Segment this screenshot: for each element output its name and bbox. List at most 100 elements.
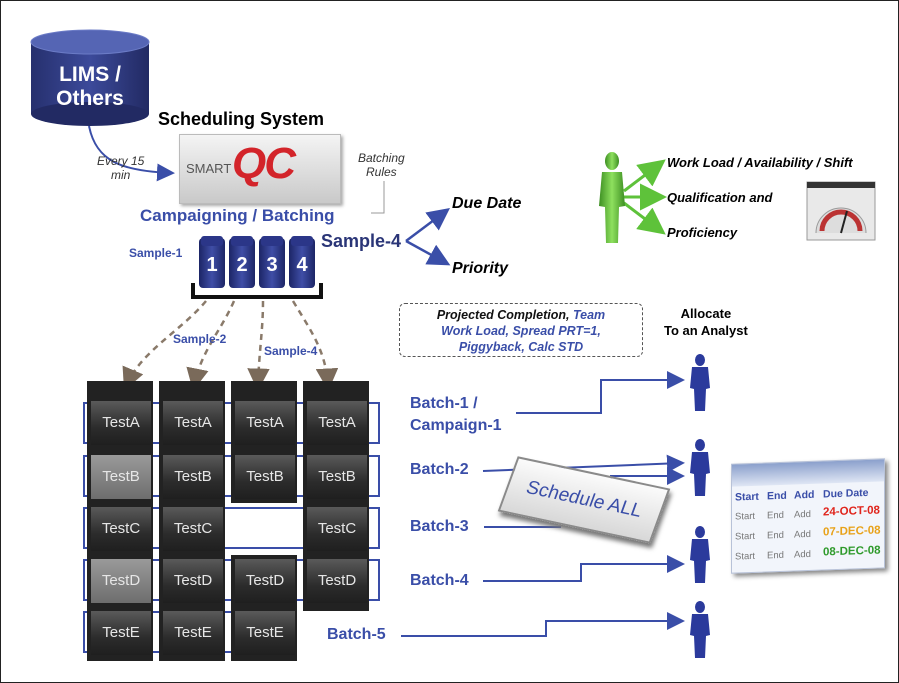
gauge-icon bbox=[806, 181, 876, 241]
analyst-icon bbox=[690, 354, 710, 411]
test-cell: TestA bbox=[163, 401, 223, 445]
analyst-icon bbox=[690, 439, 710, 496]
row-add-link[interactable]: Add bbox=[794, 508, 811, 521]
projection-line2: Work Load, Spread PRT=1, bbox=[441, 324, 601, 338]
header-start: Start bbox=[735, 490, 759, 504]
sample-column: TestA TestB TestC TestD TestE bbox=[159, 381, 225, 661]
batch-1-label: Batch-1 / Campaign-1 bbox=[410, 393, 502, 437]
lims-line1: LIMS / bbox=[59, 63, 121, 86]
lims-label: LIMS / Others bbox=[29, 63, 151, 111]
header-due-date: Due Date bbox=[823, 486, 869, 501]
priority-arrow bbox=[405, 239, 451, 266]
test-cell: TestB bbox=[91, 455, 151, 499]
test-cell: TestD bbox=[163, 559, 223, 603]
allocate-line2: To an Analyst bbox=[664, 323, 748, 338]
allocate-label: Allocate To an Analyst bbox=[664, 305, 748, 339]
test-cell: TestB bbox=[163, 455, 223, 499]
test-cell: TestB bbox=[307, 455, 367, 499]
allocate-line1: Allocate bbox=[680, 306, 732, 321]
batch-5-label: Batch-5 bbox=[327, 626, 386, 643]
batch-3-label: Batch-3 bbox=[410, 518, 469, 535]
vial-cap bbox=[291, 236, 313, 246]
logo-mark: QC bbox=[232, 139, 296, 188]
batch-1-line1: Batch-1 / bbox=[410, 395, 478, 412]
row-start-link[interactable]: Start bbox=[735, 550, 756, 563]
vial-number: 3 bbox=[266, 254, 278, 276]
batch4-connector bbox=[483, 555, 685, 582]
test-cell: TestA bbox=[307, 401, 367, 445]
row-start-link[interactable]: Start bbox=[735, 510, 756, 523]
test-cell: TestC bbox=[163, 507, 223, 551]
test-cell: TestA bbox=[235, 401, 295, 445]
row-end-link[interactable]: End bbox=[767, 509, 784, 522]
projection-line3: Piggyback, Calc STD bbox=[458, 340, 584, 354]
row-due-date: 08-DEC-08 bbox=[823, 544, 881, 559]
sample-path-2 bbox=[186, 300, 236, 391]
row-add-link[interactable]: Add bbox=[794, 548, 811, 561]
table-header-bar bbox=[732, 459, 884, 487]
schedule-table: Start End Add Due Date Start End Add 24-… bbox=[731, 458, 885, 574]
sample-column: TestA TestB TestC TestD bbox=[303, 381, 369, 611]
test-cell: TestA bbox=[91, 401, 151, 445]
proficiency-label: Proficiency bbox=[667, 225, 738, 240]
sample-column: TestA TestB TestD TestE bbox=[231, 381, 297, 661]
sample-path-4 bbox=[291, 300, 339, 391]
projection-box: Projected Completion, Team Work Load, Sp… bbox=[399, 303, 643, 357]
row-due-date: 24-OCT-08 bbox=[823, 504, 880, 519]
batching-rules-arrow bbox=[371, 181, 385, 214]
batch-4-label: Batch-4 bbox=[410, 572, 469, 589]
sample-path-3 bbox=[247, 300, 270, 391]
due-date-arrow bbox=[405, 208, 450, 242]
batching-line1: Batching bbox=[358, 151, 405, 165]
proficiency-arrow bbox=[623, 201, 666, 235]
projection-part1: Projected Completion, bbox=[436, 308, 573, 322]
projection-part2: Team bbox=[572, 308, 606, 322]
smartqc-logo: SMART QC bbox=[179, 134, 341, 204]
row-end-link[interactable]: End bbox=[767, 549, 784, 562]
analyst-green-icon bbox=[599, 152, 625, 243]
header-add: Add bbox=[794, 488, 815, 502]
vial-tray bbox=[191, 283, 323, 299]
row-end-link[interactable]: End bbox=[767, 529, 784, 542]
header-end: End bbox=[767, 489, 787, 503]
due-date-label: Due Date bbox=[452, 195, 522, 212]
every-15-min-label: Every 15 min bbox=[97, 154, 144, 182]
workload-label: Work Load / Availability / Shift bbox=[667, 155, 853, 170]
batching-line2: Rules bbox=[366, 165, 397, 179]
vial-number: 4 bbox=[296, 254, 308, 276]
lims-database-icon bbox=[30, 29, 150, 126]
logo-prefix: SMART bbox=[186, 161, 232, 176]
every-line2: min bbox=[111, 168, 131, 182]
sample-path-1 bbox=[122, 300, 207, 391]
scheduling-system-title: Scheduling System bbox=[158, 109, 325, 129]
lims-line2: Others bbox=[56, 87, 124, 110]
sample-column: TestA TestB TestC TestD TestE bbox=[87, 381, 153, 661]
test-cell: TestD bbox=[91, 559, 151, 603]
sample-4b-label: Sample-4 bbox=[264, 344, 318, 358]
vial: 3 bbox=[259, 236, 285, 288]
vial-cap bbox=[261, 236, 283, 246]
test-cell: TestD bbox=[235, 559, 295, 603]
row-start-link[interactable]: Start bbox=[735, 530, 756, 543]
every-line1: Every 15 bbox=[97, 154, 145, 168]
test-cell: TestC bbox=[91, 507, 151, 551]
campaigning-label: Campaigning / Batching bbox=[140, 206, 335, 225]
test-cell: TestE bbox=[235, 611, 295, 655]
vial: 4 bbox=[289, 236, 315, 288]
analyst-icon bbox=[690, 526, 710, 583]
batch-1-line2: Campaign-1 bbox=[410, 417, 502, 434]
vial-cap bbox=[201, 236, 223, 246]
vial-number: 1 bbox=[206, 254, 218, 276]
analyst-icon bbox=[690, 601, 710, 658]
row-due-date: 07-DEC-08 bbox=[823, 524, 881, 539]
sample-2-label: Sample-2 bbox=[173, 332, 227, 346]
test-cell: TestE bbox=[91, 611, 151, 655]
test-cell: TestD bbox=[307, 559, 367, 603]
lims-to-scheduler-arrow bbox=[88, 125, 175, 182]
vial: 2 bbox=[229, 236, 255, 288]
row-add-link[interactable]: Add bbox=[794, 528, 811, 541]
qualification-label: Qualification and bbox=[667, 190, 773, 205]
batch5-connector bbox=[401, 612, 685, 637]
vial-cap bbox=[231, 236, 253, 246]
